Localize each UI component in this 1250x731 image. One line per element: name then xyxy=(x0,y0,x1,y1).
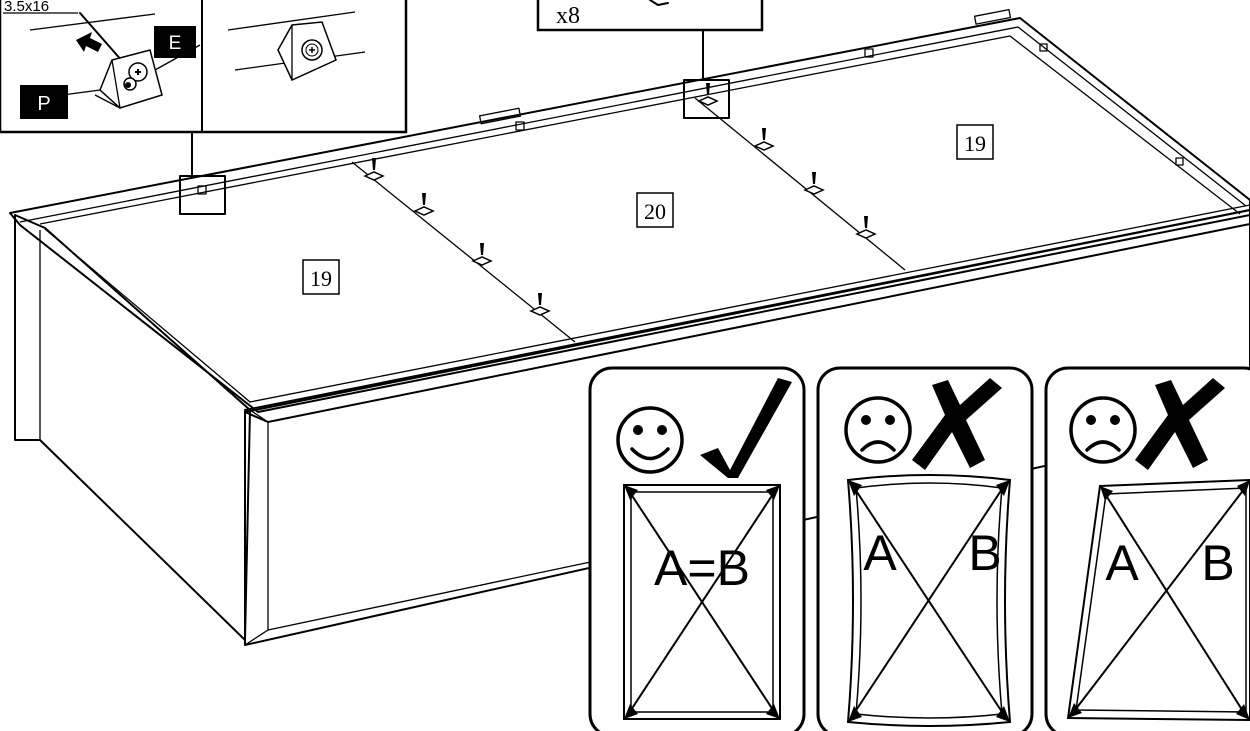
svg-text:19: 19 xyxy=(310,266,332,291)
svg-text:A: A xyxy=(863,525,897,581)
cross-icon xyxy=(912,378,1002,470)
diagonal-check-bad-barrel: A B xyxy=(816,366,1034,731)
svg-text:20: 20 xyxy=(644,199,666,224)
svg-text:A: A xyxy=(1105,535,1139,591)
screws xyxy=(363,83,877,316)
diagonal-check-good: A=B xyxy=(588,366,806,731)
svg-text:B: B xyxy=(968,525,1001,581)
svg-text:A=B: A=B xyxy=(654,540,750,596)
diagonal-check-bad-skew: A B xyxy=(1044,366,1250,731)
frown-face-icon xyxy=(1069,396,1137,464)
cross-icon xyxy=(1135,378,1225,470)
panel-label-right: 19 xyxy=(956,124,994,160)
detail-callout-bracket: 3.5x16 E P xyxy=(0,0,408,215)
svg-text:3.5x16: 3.5x16 xyxy=(4,0,49,15)
svg-text:19: 19 xyxy=(964,131,986,156)
corner-bracket xyxy=(197,43,1184,195)
svg-text:B: B xyxy=(1201,535,1234,591)
smiley-icon xyxy=(616,406,684,474)
panel-label-left: 19 xyxy=(302,259,340,295)
frown-face-icon xyxy=(844,396,912,464)
svg-text:x8: x8 xyxy=(556,3,580,29)
checkmark-icon xyxy=(700,378,792,478)
cabinet xyxy=(9,8,1250,646)
svg-text:E: E xyxy=(169,33,182,54)
svg-text:P: P xyxy=(37,93,50,115)
panel-label-center: 20 xyxy=(636,192,674,228)
detail-callout-quantity: x8 xyxy=(536,0,764,119)
